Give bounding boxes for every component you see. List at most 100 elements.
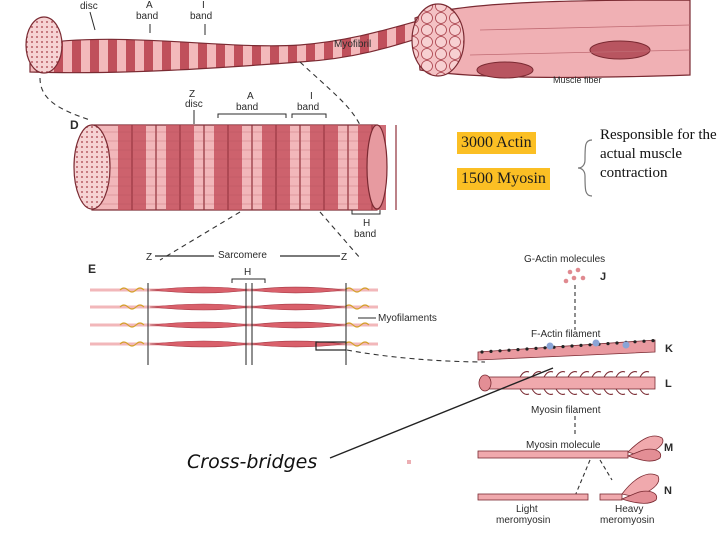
label-myofibril: Myofibril	[334, 39, 371, 50]
actin-bead	[651, 339, 655, 343]
titin-spring	[344, 287, 370, 293]
label-a-band-top-2: band	[136, 11, 158, 22]
label-light-meromyosin-2: meromyosin	[496, 515, 550, 526]
titin-spring	[119, 304, 145, 310]
myofibril-segment	[73, 124, 397, 211]
actin-bead	[498, 349, 502, 353]
actin-count-box: 3000 Actin	[457, 132, 536, 154]
label-g-actin: G-Actin molecules	[524, 254, 605, 265]
panel-e-label: E	[88, 262, 96, 276]
label-z-right: Z	[341, 252, 347, 263]
actin-bead	[534, 346, 538, 350]
titin-spring	[119, 341, 145, 347]
label-z-disc-2: disc	[185, 99, 203, 110]
titin-spring	[344, 304, 370, 310]
meromyosin	[477, 473, 660, 504]
actin-bead	[588, 343, 592, 347]
label-f-actin: F-Actin filament	[531, 329, 601, 340]
myosin-head	[579, 371, 590, 378]
label-i-band-2: band	[297, 102, 319, 113]
label-i-band-top-2: band	[190, 11, 212, 22]
titin-spring	[344, 341, 370, 347]
sarcomere-filaments	[90, 283, 378, 365]
myosin-head	[579, 388, 590, 395]
label-light-meromyosin-1: Light	[516, 504, 538, 515]
myosin-head	[519, 371, 530, 378]
actin-bead	[516, 348, 520, 352]
actin-bead	[507, 348, 511, 352]
thick-filament	[149, 303, 346, 311]
titin-spring	[119, 322, 145, 328]
muscle-fiber	[411, 0, 691, 79]
label-z-disc-1: Z	[189, 89, 195, 100]
label-h-band-1: H	[363, 218, 370, 229]
label-muscle-fiber: Muscle fiber	[553, 75, 602, 85]
myosin-head	[555, 388, 566, 395]
label-i-band-top-1: I	[202, 0, 205, 11]
titin-spring	[344, 322, 370, 328]
myosin-head	[591, 388, 602, 395]
titin-spring	[119, 287, 145, 293]
label-disc-top: disc	[80, 1, 98, 12]
myosin-head	[555, 371, 566, 378]
myosin-head	[639, 388, 650, 395]
g-actin-molecules	[563, 267, 586, 284]
actin-bead	[561, 345, 565, 349]
light-meromyosin	[477, 493, 589, 501]
actin-bead	[489, 349, 493, 353]
myosin-count-box: 1500 Myosin	[457, 168, 550, 190]
label-k: K	[665, 343, 673, 355]
myosin-head	[615, 388, 626, 395]
actin-bead	[570, 344, 574, 348]
actin-bead	[480, 350, 484, 354]
label-sarcomere: Sarcomere	[218, 250, 267, 261]
label-a-band-1: A	[247, 91, 254, 102]
label-myosin-filament: Myosin filament	[531, 405, 601, 416]
panel-d-label: D	[70, 118, 79, 132]
myosin-head	[627, 371, 638, 378]
actin-bead	[615, 341, 619, 345]
actin-bead	[633, 340, 637, 344]
label-a-band-2: band	[236, 102, 258, 113]
nucleus	[476, 61, 534, 79]
actin-bead	[579, 343, 583, 347]
label-myosin-molecule: Myosin molecule	[526, 440, 601, 451]
myosin-head	[603, 371, 614, 378]
label-heavy-meromyosin-2: meromyosin	[600, 515, 654, 526]
myosin-head	[519, 388, 530, 395]
zoom-box	[315, 341, 347, 351]
label-m: M	[664, 442, 673, 454]
myosin-head	[543, 388, 554, 395]
myosin-head	[639, 371, 650, 378]
myosin-head	[531, 388, 542, 395]
brace	[577, 139, 593, 197]
f-actin-filament	[477, 339, 656, 361]
actin-bead	[606, 342, 610, 346]
myosin-head	[567, 388, 578, 395]
myosin-molecule	[477, 435, 664, 462]
label-heavy-meromyosin-1: Heavy	[615, 504, 643, 515]
myosin-head	[543, 371, 554, 378]
label-i-band-1: I	[310, 91, 313, 102]
label-z-left: Z	[146, 252, 152, 263]
myosin-head	[567, 371, 578, 378]
actin-bead	[525, 347, 529, 351]
label-j: J	[600, 271, 606, 283]
myofibril-cross-section	[25, 16, 63, 74]
label-myofilaments: Myofilaments	[378, 313, 437, 324]
thick-filament	[149, 286, 346, 294]
actin-bead	[642, 339, 646, 343]
cross-bridges-label: Cross-bridges	[187, 451, 318, 473]
label-h-band-2: band	[354, 229, 376, 240]
cross-bridges-pointer	[329, 367, 554, 459]
thick-filament	[149, 340, 346, 348]
actin-bead	[543, 346, 547, 350]
label-a-band-top-1: A	[146, 0, 153, 11]
myofibril-strand	[25, 14, 446, 74]
label-h: H	[244, 267, 251, 278]
myosin-head	[627, 388, 638, 395]
myosin-filament	[478, 371, 656, 395]
myosin-head	[615, 371, 626, 378]
